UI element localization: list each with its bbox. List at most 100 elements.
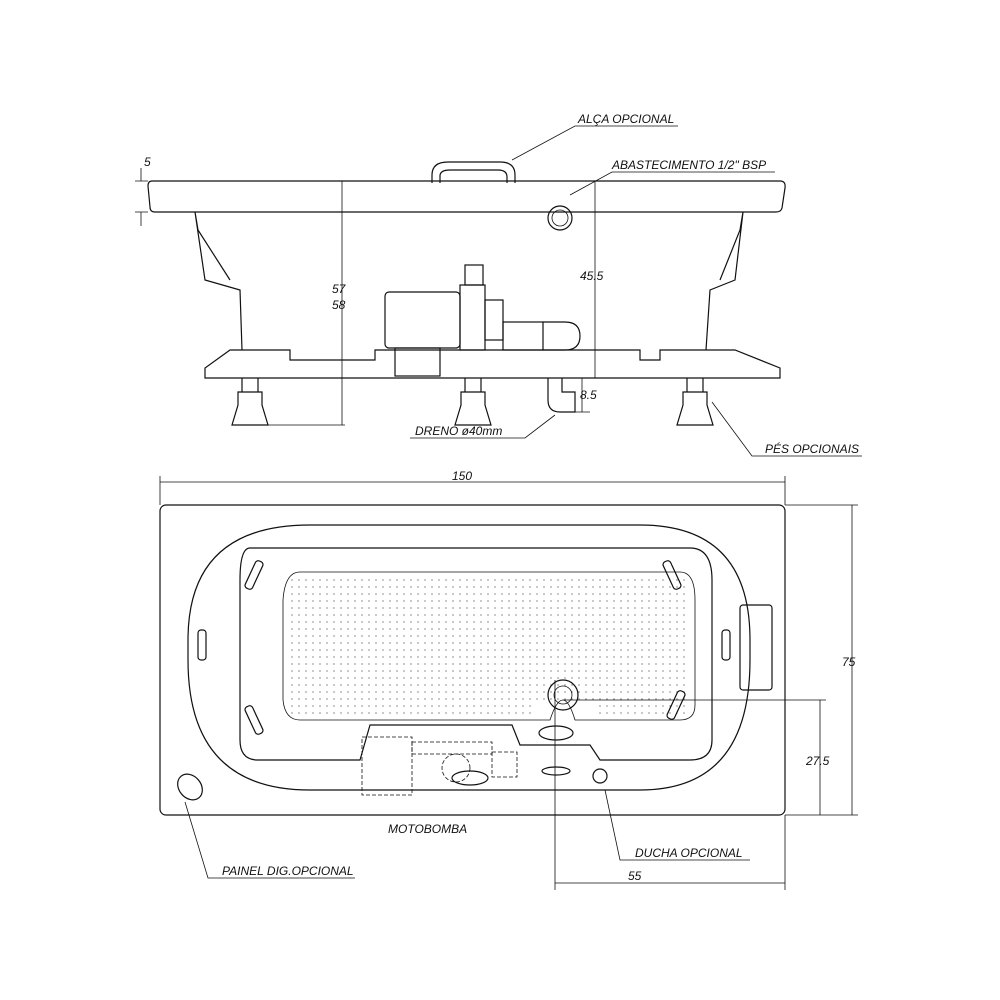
texture-dot <box>606 614 608 616</box>
texture-dot <box>578 670 580 672</box>
texture-dot <box>361 705 363 707</box>
texture-dot <box>662 691 664 693</box>
texture-dot <box>620 691 622 693</box>
texture-dot <box>480 670 482 672</box>
dim-height-a: 57 <box>332 282 347 296</box>
texture-dot <box>578 628 580 630</box>
texture-dot <box>403 621 405 623</box>
texture-dot <box>634 614 636 616</box>
texture-dot <box>298 705 300 707</box>
texture-dot <box>298 607 300 609</box>
texture-dot <box>354 663 356 665</box>
texture-dot <box>641 635 643 637</box>
texture-dot <box>445 684 447 686</box>
texture-dot <box>417 607 419 609</box>
texture-dot <box>487 600 489 602</box>
texture-dot <box>480 705 482 707</box>
texture-dot <box>494 649 496 651</box>
texture-dot <box>319 642 321 644</box>
texture-dot <box>683 677 685 679</box>
texture-dot <box>375 712 377 714</box>
texture-dot <box>599 691 601 693</box>
texture-dot <box>389 684 391 686</box>
texture-dot <box>466 642 468 644</box>
texture-dot <box>606 670 608 672</box>
texture-dot <box>438 607 440 609</box>
tub-outline <box>159 504 786 816</box>
texture-dot <box>445 593 447 595</box>
texture-dot <box>508 705 510 707</box>
texture-dot <box>641 586 643 588</box>
texture-dot <box>480 579 482 581</box>
texture-dot <box>305 642 307 644</box>
texture-dot <box>417 642 419 644</box>
texture-dot <box>585 635 587 637</box>
texture-dot <box>480 684 482 686</box>
texture-dot <box>312 593 314 595</box>
texture-dot <box>354 691 356 693</box>
texture-dot <box>592 649 594 651</box>
texture-dot <box>557 691 559 693</box>
texture-dot <box>648 691 650 693</box>
texture-dot <box>473 614 475 616</box>
texture-dot <box>564 628 566 630</box>
texture-dot <box>634 635 636 637</box>
texture-dot <box>592 607 594 609</box>
texture-dot <box>361 691 363 693</box>
texture-dot <box>641 712 643 714</box>
texture-dot <box>634 663 636 665</box>
texture-dot <box>655 642 657 644</box>
texture-dot <box>347 705 349 707</box>
texture-dot <box>515 628 517 630</box>
texture-dot <box>361 586 363 588</box>
texture-dot <box>340 607 342 609</box>
texture-dot <box>578 614 580 616</box>
texture-dot <box>648 642 650 644</box>
texture-dot <box>487 684 489 686</box>
texture-dot <box>417 705 419 707</box>
texture-dot <box>683 656 685 658</box>
texture-dot <box>417 586 419 588</box>
texture-dot <box>501 635 503 637</box>
texture-dot <box>627 579 629 581</box>
texture-dot <box>319 698 321 700</box>
texture-dot <box>529 607 531 609</box>
texture-dot <box>445 628 447 630</box>
texture-dot <box>333 691 335 693</box>
texture-dot <box>676 705 678 707</box>
texture-dot <box>382 586 384 588</box>
texture-dot <box>305 621 307 623</box>
texture-dot <box>480 698 482 700</box>
texture-dot <box>410 705 412 707</box>
texture-dot <box>599 586 601 588</box>
texture-dot <box>501 607 503 609</box>
texture-dot <box>368 649 370 651</box>
texture-dot <box>382 677 384 679</box>
texture-dot <box>347 635 349 637</box>
texture-dot <box>620 614 622 616</box>
texture-dot <box>382 649 384 651</box>
digital-panel <box>177 773 203 801</box>
texture-dot <box>676 698 678 700</box>
texture-dot <box>333 698 335 700</box>
texture-dot <box>641 600 643 602</box>
texture-dot <box>557 628 559 630</box>
pump-hidden <box>361 736 518 796</box>
texture-dot <box>529 663 531 665</box>
texture-dot <box>347 600 349 602</box>
texture-dot <box>592 600 594 602</box>
texture-dot <box>662 579 664 581</box>
texture-dot <box>648 621 650 623</box>
texture-dot <box>375 670 377 672</box>
texture-dot <box>452 628 454 630</box>
texture-dot <box>305 691 307 693</box>
texture-dot <box>683 684 685 686</box>
texture-dot <box>536 677 538 679</box>
texture-dot <box>501 656 503 658</box>
texture-dot <box>410 670 412 672</box>
texture-dot <box>585 656 587 658</box>
texture-dot <box>312 663 314 665</box>
texture-dot <box>655 663 657 665</box>
texture-dot <box>424 656 426 658</box>
texture-dot <box>536 656 538 658</box>
